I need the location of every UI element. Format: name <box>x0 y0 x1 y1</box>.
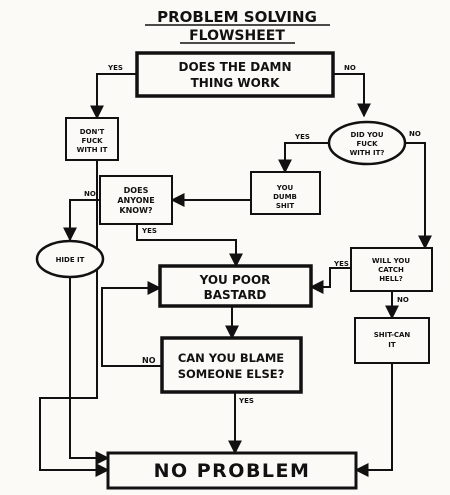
shit-can-text-2: IT <box>388 341 396 349</box>
will-you-text-2: CATCH <box>378 266 404 274</box>
node-hide-it <box>35 239 105 279</box>
edge-dontfuck-noproblem <box>39 160 110 477</box>
poor-bastard-text-1: YOU POOR <box>199 273 271 287</box>
start-text-1: DOES THE DAMN <box>178 60 291 74</box>
you-dumb-text-3: SHIT <box>276 202 295 210</box>
did-you-text-2: FUCK <box>356 140 378 148</box>
node-you-poor-bastard <box>158 264 313 308</box>
blame-text-2: SOMEONE ELSE? <box>178 367 285 381</box>
hide-it-text: HIDE IT <box>56 256 85 264</box>
edge-didyou-yes <box>278 142 329 174</box>
label-blame-yes: YES <box>238 397 254 405</box>
node-did-you-fuck-with-it <box>327 120 407 166</box>
dont-fuck-text-1: DON'T <box>80 128 105 136</box>
label-willyou-no: NO <box>397 296 409 304</box>
node-does-anyone-know <box>99 175 173 225</box>
node-no-problem <box>106 451 358 490</box>
label-blame-no: NO <box>142 356 156 365</box>
will-you-text-3: HELL? <box>379 275 403 283</box>
did-you-text-1: DID YOU <box>350 131 383 139</box>
title-line-1: PROBLEM SOLVING <box>157 8 317 26</box>
edge-shitcan-noproblem <box>354 363 393 477</box>
label-anyone-no: NO <box>84 190 96 198</box>
node-you-dumb-shit <box>250 171 321 215</box>
will-you-text-1: WILL YOU <box>372 257 410 265</box>
label-start-yes: YES <box>107 64 123 72</box>
blame-text-1: CAN YOU BLAME <box>178 351 284 365</box>
node-can-you-blame-someone-else <box>160 336 303 394</box>
no-problem-text: NO PROBLEM <box>154 460 311 482</box>
edge-start-no <box>333 73 371 118</box>
nodes <box>35 51 433 490</box>
poor-bastard-text-2: BASTARD <box>204 288 267 302</box>
node-does-the-damn-thing-work <box>135 51 335 98</box>
label-anyone-yes: YES <box>141 227 157 235</box>
edge-anyone-no <box>63 199 100 242</box>
title-line-2: FLOWSHEET <box>189 28 285 44</box>
you-dumb-text-2: DUMB <box>273 193 297 201</box>
does-anyone-text-2: ANYONE <box>117 196 154 205</box>
shit-can-text-1: SHIT-CAN <box>374 331 411 339</box>
label-didyou-no: NO <box>409 130 421 138</box>
start-text-2: THING WORK <box>191 76 280 90</box>
you-dumb-text-1: YOU <box>276 184 294 192</box>
edge-start-yes <box>90 73 137 120</box>
does-anyone-text-3: KNOW? <box>119 206 153 215</box>
dont-fuck-text-2: FUCK <box>81 137 103 145</box>
edges <box>39 73 432 477</box>
did-you-text-3: WITH IT? <box>350 149 385 157</box>
node-dont-fuck-with-it <box>65 117 119 161</box>
node-will-you-catch-hell <box>350 247 433 292</box>
edge-didyou-no <box>406 142 432 250</box>
dont-fuck-text-3: WITH IT <box>77 146 108 154</box>
does-anyone-text-1: DOES <box>124 186 149 195</box>
label-didyou-yes: YES <box>294 133 310 141</box>
label-willyou-yes: YES <box>333 260 349 268</box>
edge-willyou-yes <box>309 267 351 294</box>
node-shit-can-it <box>354 317 430 364</box>
label-start-no: NO <box>344 64 356 72</box>
edge-hideit-noproblem <box>69 277 110 465</box>
edge-blame-no <box>101 281 162 367</box>
edge-anyone-yes <box>136 224 243 268</box>
